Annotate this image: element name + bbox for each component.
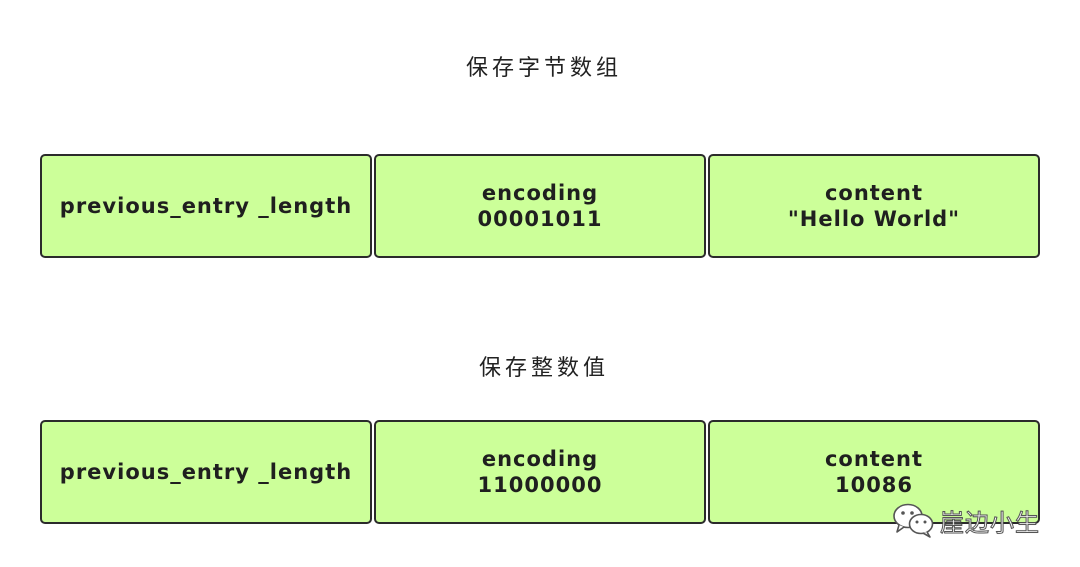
cell-value: 00001011	[477, 207, 603, 231]
previous-entry-length-cell: previous_entry _length	[40, 154, 372, 258]
section-title-byte-array: 保存字节数组	[465, 56, 622, 81]
cell-label: content	[824, 447, 924, 471]
encoding-cell: encoding 11000000	[374, 420, 706, 524]
cell-value: 10086	[834, 473, 914, 497]
cell-label: previous_entry _length	[59, 460, 353, 484]
cell-value: "Hello World"	[787, 207, 961, 231]
watermark-text: 崖边小生	[940, 508, 1040, 537]
cell-label: encoding	[481, 447, 599, 471]
previous-entry-length-cell: previous_entry _length	[40, 420, 372, 524]
entry-row-byte-array: previous_entry _length encoding 00001011…	[40, 154, 1040, 262]
encoding-cell: encoding 00001011	[374, 154, 706, 258]
section-title-integer: 保存整数值	[478, 356, 609, 381]
cell-label: content	[824, 181, 924, 205]
cell-label: encoding	[481, 181, 599, 205]
watermark: 崖边小生	[892, 500, 1040, 540]
content-cell: content 10086	[708, 420, 1040, 524]
cell-label: previous_entry _length	[59, 194, 353, 218]
cell-value: 11000000	[477, 473, 603, 497]
entry-row-integer: previous_entry _length encoding 11000000…	[40, 420, 1040, 528]
content-cell: content "Hello World"	[708, 154, 1040, 258]
wechat-icon	[893, 503, 934, 538]
